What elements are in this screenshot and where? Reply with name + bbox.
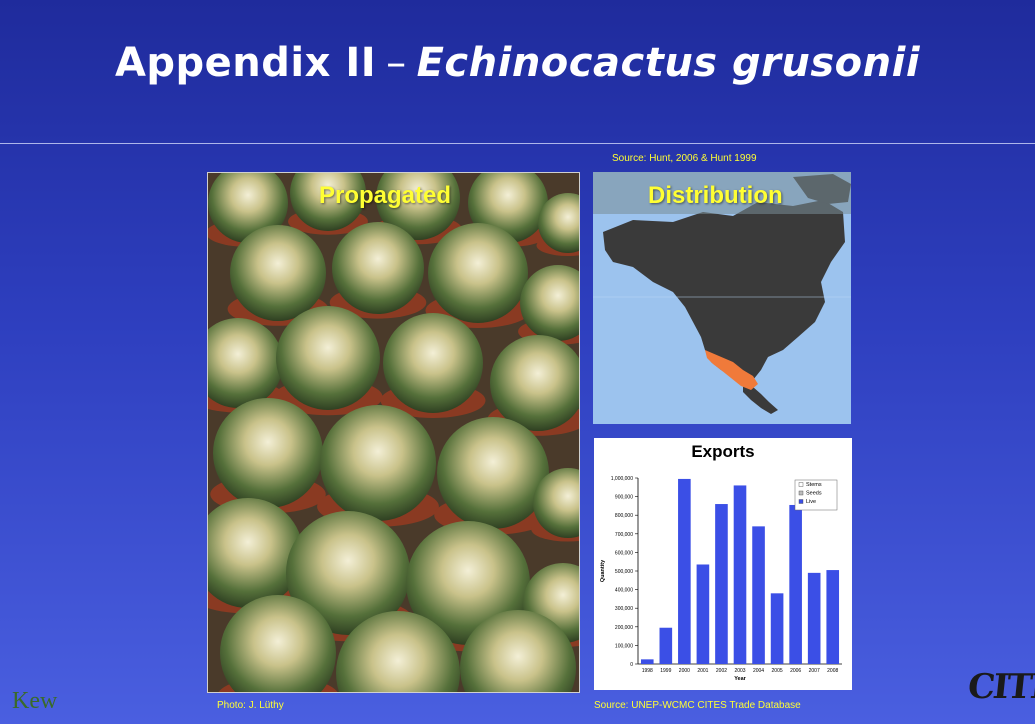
cactus [320, 405, 436, 521]
cactus [220, 595, 336, 692]
cactus-photo-illustration [208, 173, 579, 692]
bar-2003 [733, 485, 747, 664]
y-tick-label: 900,000 [615, 495, 633, 501]
source-distribution: Source: Hunt, 2006 & Hunt 1999 [612, 153, 757, 164]
cactus [538, 193, 579, 253]
title-species: Echinocactus grusonii [416, 40, 921, 86]
exports-bar-chart: 0 100,000 200,000 300,000 400,000 500,000 600,… [600, 476, 842, 682]
y-tick-label: 400,000 [615, 588, 633, 594]
map-label: Distribution [648, 182, 783, 209]
x-axis-label: Year [734, 676, 746, 682]
cactus [376, 173, 460, 240]
legend-label-seeds: Seeds [806, 491, 822, 497]
kew-logo: Kew [12, 688, 58, 714]
x-tick-label: 1999 [660, 668, 671, 674]
x-tick-label: 2007 [809, 668, 820, 674]
x-tick-label: 2003 [734, 668, 745, 674]
cactus [437, 417, 549, 529]
cactus [276, 306, 380, 410]
cactus [383, 313, 483, 413]
cactus [286, 511, 410, 635]
y-tick-label: 0 [630, 662, 633, 668]
bar-2007 [807, 572, 821, 664]
y-tick-label: 1,000,000 [611, 476, 633, 482]
bar-2000 [678, 478, 691, 664]
central-america [743, 382, 778, 414]
cactus [428, 223, 528, 323]
legend-swatch-live [798, 499, 804, 504]
x-tick-label: 2006 [790, 668, 801, 674]
cactus [336, 611, 460, 692]
bar-2001 [696, 564, 710, 664]
y-tick-label: 200,000 [615, 625, 633, 631]
cactus [208, 498, 303, 608]
cactus-photo [207, 172, 580, 693]
cactus [490, 335, 579, 431]
x-tick-label: 2005 [772, 668, 783, 674]
cactus [230, 225, 326, 321]
north-america-landmass [603, 200, 845, 382]
cactus [533, 468, 579, 538]
y-axis-label: Quantity [600, 559, 606, 582]
exports-chart: Exports 0 100,000 200,000 300,000 400,000 500… [594, 438, 852, 690]
cites-logo: CITES [965, 667, 1035, 707]
y-tick-label: 600,000 [615, 550, 633, 556]
map-label-band [593, 172, 851, 214]
cactus [332, 222, 424, 314]
bar-2004 [752, 526, 765, 664]
y-tick-label: 300,000 [615, 606, 633, 612]
cactus [208, 173, 288, 243]
y-tick-label: 700,000 [615, 532, 633, 538]
y-tick-label: 100,000 [615, 643, 633, 649]
x-tick-label: 2000 [679, 668, 690, 674]
title-prefix: Appendix II [114, 40, 377, 86]
distribution-map [593, 172, 851, 424]
y-tick-label: 800,000 [615, 513, 633, 519]
source-trade: Source: UNEP-WCMC CITES Trade Database [594, 700, 801, 711]
y-tick-label: 500,000 [615, 569, 633, 575]
x-tick-label: 2008 [827, 668, 838, 674]
cactus [290, 173, 366, 231]
cactus [460, 610, 576, 692]
photo-label: Propagated [319, 182, 452, 209]
chart-title: Exports [691, 442, 755, 461]
bar-2005 [770, 593, 784, 664]
title-separator: – [386, 40, 407, 86]
legend-swatch-stems [798, 482, 804, 487]
x-tick-label: 1998 [642, 668, 653, 674]
legend-label-stems: Stems [806, 482, 822, 488]
legend-swatch-seeds [798, 490, 804, 496]
x-tick-label: 2002 [716, 668, 727, 674]
x-tick-label: 2004 [753, 668, 764, 674]
bar-2008 [826, 570, 840, 664]
slide-title: Appendix II–Echinocactus grusonii [0, 40, 1035, 86]
photo-credit: Photo: J. Lüthy [217, 700, 284, 711]
bar-1998 [640, 659, 654, 664]
cactus [208, 318, 283, 408]
title-divider [0, 143, 1035, 144]
bar-2002 [715, 504, 728, 664]
legend-label-live: Live [806, 499, 816, 505]
bar-2006 [789, 504, 802, 664]
x-tick-label: 2001 [697, 668, 708, 674]
mexico-highlight [705, 350, 758, 390]
bar-1999 [659, 627, 673, 664]
cactus [520, 265, 579, 341]
north-america-map [593, 172, 851, 424]
cactus [213, 398, 323, 508]
